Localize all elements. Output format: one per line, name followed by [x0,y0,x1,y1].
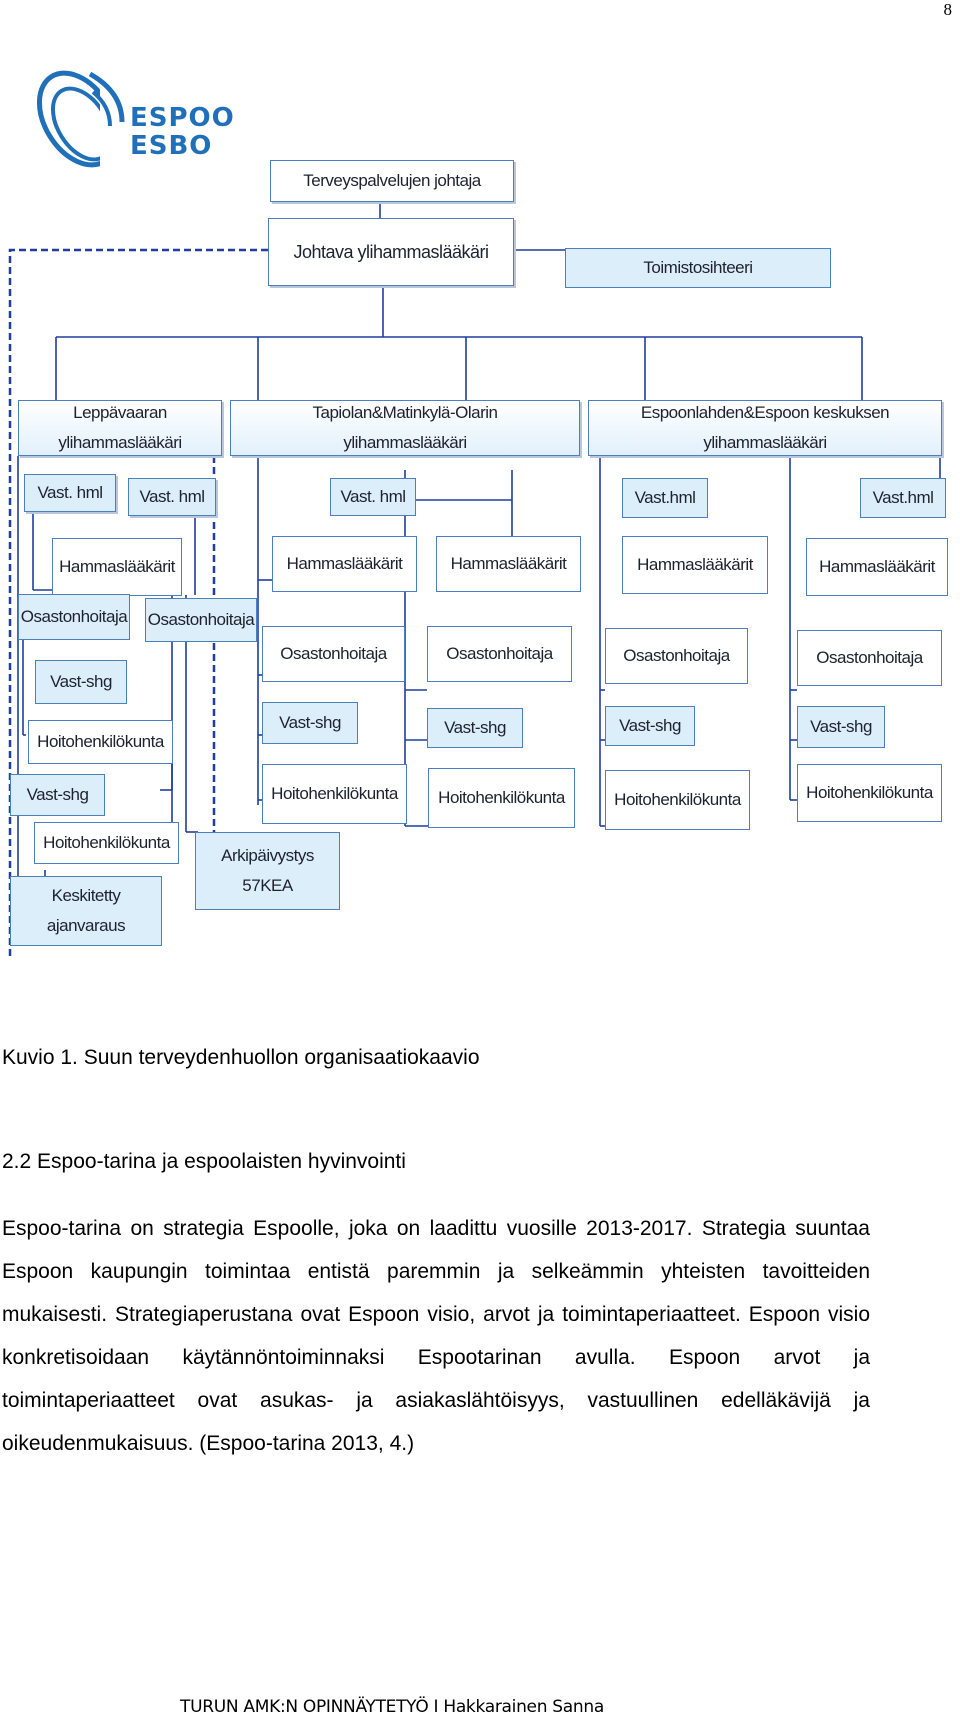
box-region-leppavaara: Leppävaaran ylihammaslääkäri [18,400,222,456]
box-label-line1: Arkipäivystys [221,846,314,865]
box-secretary: Toimistosihteeri [565,248,831,288]
box-osastonhoitaja: Osastonhoitaja [797,630,942,686]
box-hoitohenkilokunta: Hoitohenkilökunta [428,768,575,828]
box-label: Vast-shg [279,713,341,732]
region-tapiola-line2: ylihammaslääkäri [343,433,467,452]
box-hoitohenkilokunta: Hoitohenkilökunta [262,764,407,824]
box-secretary-label: Toimistosihteeri [643,258,753,277]
box-chief-dentist: Johtava ylihammaslääkäri [268,218,514,286]
box-hammaslaakarit: Hammaslääkärit [806,538,948,596]
box-label: Vast-shg [619,716,681,735]
box-region-tapiola: Tapiolan&Matinkylä-Olarin ylihammaslääkä… [230,400,580,456]
region-leppavaara-line1: Leppävaaran [73,403,167,422]
box-label-line2: ajanvaraus [46,916,126,935]
logo-text-espoo: ESPOO [130,103,235,133]
box-osastonhoitaja: Osastonhoitaja [262,626,405,682]
box-keskitetty-ajanvaraus: Keskitetty ajanvaraus [10,876,162,946]
box-label: Hammaslääkärit [819,557,935,576]
box-label: Vast-shg [444,718,506,737]
box-region-espoonlahti: Espoonlahden&Espoon keskuksen ylihammasl… [588,400,942,456]
box-label: Osastonhoitaja [280,644,387,663]
box-hammaslaakarit: Hammaslääkärit [52,538,182,596]
box-label: Hoitohenkilökunta [37,732,164,751]
section-number: 2.2 [2,1150,32,1173]
box-label: Vast. hml [37,483,103,502]
box-arkipaivystys: Arkipäivystys 57KEA [195,832,340,910]
box-label: Vast. hml [139,487,205,506]
box-label: Vast. hml [340,487,406,506]
page-footer: TURUN AMK:N OPINNÄYTETYÖ I Hakkarainen S… [180,1697,604,1717]
box-vast-shg: Vast-shg [797,706,885,748]
section-heading: 2.2 Espoo-tarina ja espoolaisten hyvinvo… [2,1150,406,1174]
page-number: 8 [943,0,953,19]
box-label: Hoitohenkilökunta [438,788,565,807]
box-vast-shg: Vast-shg [605,706,695,746]
box-label: Vast.hml [872,488,934,507]
box-label: Hoitohenkilökunta [43,833,170,852]
box-osastonhoitaja: Osastonhoitaja [427,626,572,682]
box-hammaslaakarit: Hammaslääkärit [622,536,768,594]
box-label: Hoitohenkilökunta [271,784,398,803]
box-label: Hammaslääkärit [637,555,753,574]
figure-caption: Kuvio 1. Suun terveydenhuollon organisaa… [2,1046,480,1069]
region-espoonlahti-line2: ylihammaslääkäri [703,433,827,452]
box-vast-shg: Vast-shg [10,774,105,816]
body-paragraph: Espoo-tarina on strategia Espoolle, joka… [2,1217,870,1455]
espoo-logo-mark-icon [36,62,130,192]
box-hoitohenkilokunta: Hoitohenkilökunta [605,770,750,830]
section-title: Espoo-tarina ja espoolaisten hyvinvointi [37,1150,406,1173]
box-osastonhoitaja: Osastonhoitaja [145,598,257,642]
box-hoitohenkilokunta: Hoitohenkilökunta [28,720,173,764]
box-hoitohenkilokunta: Hoitohenkilökunta [797,764,942,822]
box-osastonhoitaja: Osastonhoitaja [605,628,748,684]
org-chart: Terveyspalvelujen johtaja Johtava yliham… [0,160,960,1060]
box-hammaslaakarit: Hammaslääkärit [436,536,581,592]
box-label: Osastonhoitaja [623,646,730,665]
box-label: Vast-shg [26,785,89,804]
box-label-line1: Keskitetty [51,886,121,905]
box-vast-shg: Vast-shg [427,708,523,748]
box-label: Osastonhoitaja [816,648,923,667]
box-vast-hml: Vast.hml [860,478,946,518]
box-label: Hammaslääkärit [59,557,175,576]
box-director-label: Terveyspalvelujen johtaja [303,171,481,190]
box-vast-hml: Vast. hml [24,474,116,512]
box-label-line2: 57KEA [242,876,293,895]
box-hammaslaakarit: Hammaslääkärit [272,536,417,592]
region-tapiola-line1: Tapiolan&Matinkylä-Olarin [312,403,498,422]
dashed-connector-outer [8,248,268,956]
box-director: Terveyspalvelujen johtaja [270,160,514,202]
box-label: Vast-shg [50,672,112,691]
box-hoitohenkilokunta: Hoitohenkilökunta [34,822,179,864]
box-label: Osastonhoitaja [446,644,553,663]
box-vast-shg: Vast-shg [262,702,358,744]
box-label: Hammaslääkärit [286,554,403,573]
region-leppavaara-line2: ylihammaslääkäri [58,433,182,452]
box-chief-dentist-label: Johtava ylihammaslääkäri [293,242,489,262]
box-vast-shg: Vast-shg [35,660,127,704]
box-label: Osastonhoitaja [147,610,255,629]
box-label: Vast.hml [634,488,696,507]
box-vast-hml: Vast. hml [330,478,416,516]
espoo-logo: ESPOO ESBO [30,62,234,192]
box-label: Osastonhoitaja [20,607,128,626]
box-vast-hml: Vast. hml [128,478,216,516]
box-label: Hammaslääkärit [450,554,567,573]
box-label: Hoitohenkilökunta [614,790,741,809]
box-label: Hoitohenkilökunta [806,783,933,802]
region-espoonlahti-line1: Espoonlahden&Espoon keskuksen [640,403,890,422]
box-vast-hml: Vast.hml [622,478,708,518]
box-osastonhoitaja: Osastonhoitaja [18,594,130,640]
box-label: Vast-shg [810,717,872,736]
logo-text-esbo: ESBO [130,131,213,161]
